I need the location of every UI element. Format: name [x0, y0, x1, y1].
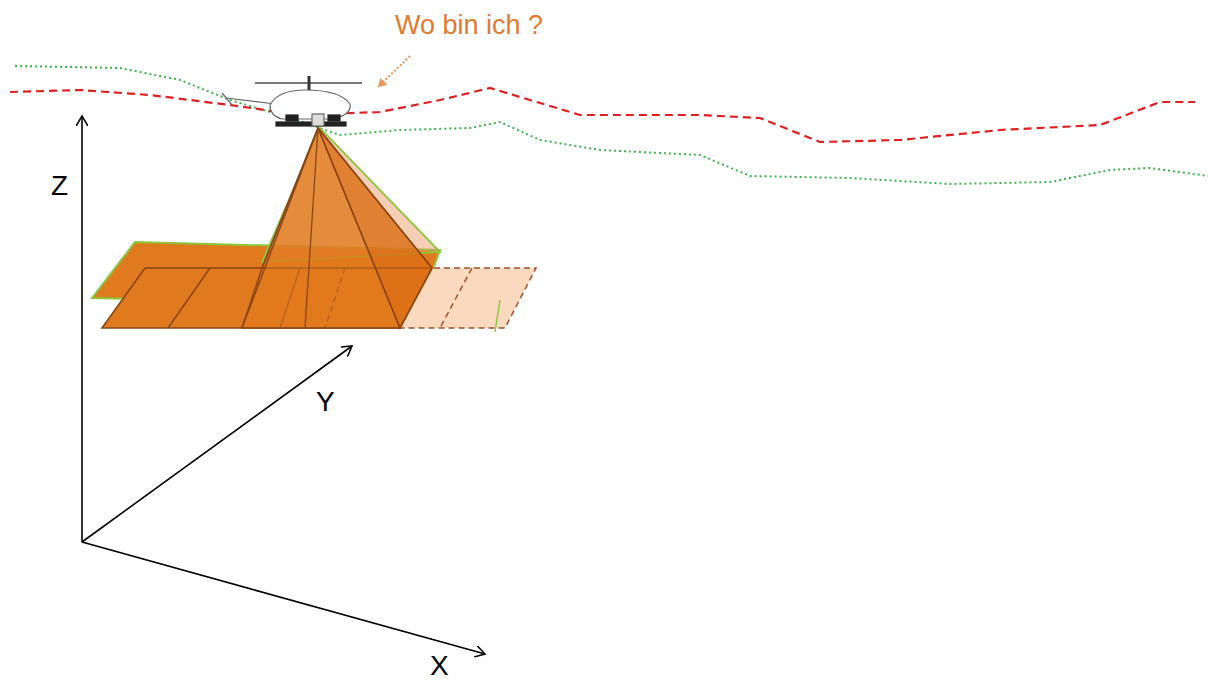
view-pyramid-right	[318, 128, 432, 328]
pyramid-axis	[305, 128, 318, 328]
red-dashed-path	[10, 88, 1195, 142]
helicopter	[222, 76, 362, 126]
axis-label: Z	[51, 172, 68, 200]
callout-arrow	[378, 56, 410, 87]
x-axis	[82, 542, 485, 654]
y-axis	[82, 346, 352, 542]
axis-label: X	[430, 652, 449, 680]
footprint-division	[168, 268, 210, 328]
footprint-division	[440, 268, 472, 328]
callout-text: Wo bin ich ?	[395, 12, 543, 39]
pyramid-edge	[262, 128, 318, 268]
footprint-edge	[495, 300, 500, 332]
axis-label: Y	[316, 388, 335, 416]
green-dotted-path	[15, 66, 1208, 184]
z-axis	[81, 116, 83, 542]
